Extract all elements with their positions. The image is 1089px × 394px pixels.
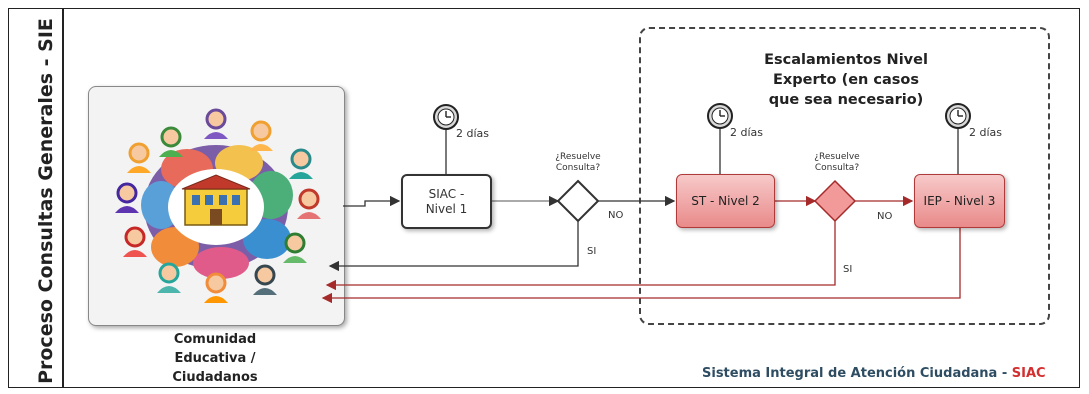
timer-label-1: 2 días — [456, 127, 489, 140]
task-siac-nivel-1: SIAC - Nivel 1 — [401, 174, 492, 229]
clock-icon — [434, 105, 458, 129]
footer-text: Sistema Integral de Atención Ciudadana - — [702, 366, 1012, 381]
footer-caption: Sistema Integral de Atención Ciudadana -… — [702, 366, 1046, 381]
gateway1-no-label: NO — [608, 210, 623, 221]
diamond-gateway-icon — [558, 181, 598, 221]
task-iep-nivel-3: IEP - Nivel 3 — [914, 174, 1005, 228]
diamond-gateway-icon — [815, 181, 855, 221]
timer-label-2: 2 días — [730, 126, 763, 139]
flow-gateway2-si-return — [327, 221, 835, 285]
task-st-nivel-2: ST - Nivel 2 — [676, 174, 775, 228]
footer-accent: SIAC — [1012, 366, 1046, 381]
flow-community-to-siac — [343, 201, 399, 206]
gateway1-question: ¿Resuelve Consulta? — [545, 152, 611, 174]
clock-icon — [946, 104, 970, 128]
gateway2-question: ¿Resuelve Consulta? — [804, 152, 870, 174]
flow-iep-return — [323, 228, 960, 298]
gateway1-si-label: SI — [587, 246, 596, 257]
gateway2-no-label: NO — [877, 211, 892, 222]
clock-icon — [708, 104, 732, 128]
gateway2-si-label: SI — [843, 264, 852, 275]
timer-label-3: 2 días — [969, 126, 1002, 139]
